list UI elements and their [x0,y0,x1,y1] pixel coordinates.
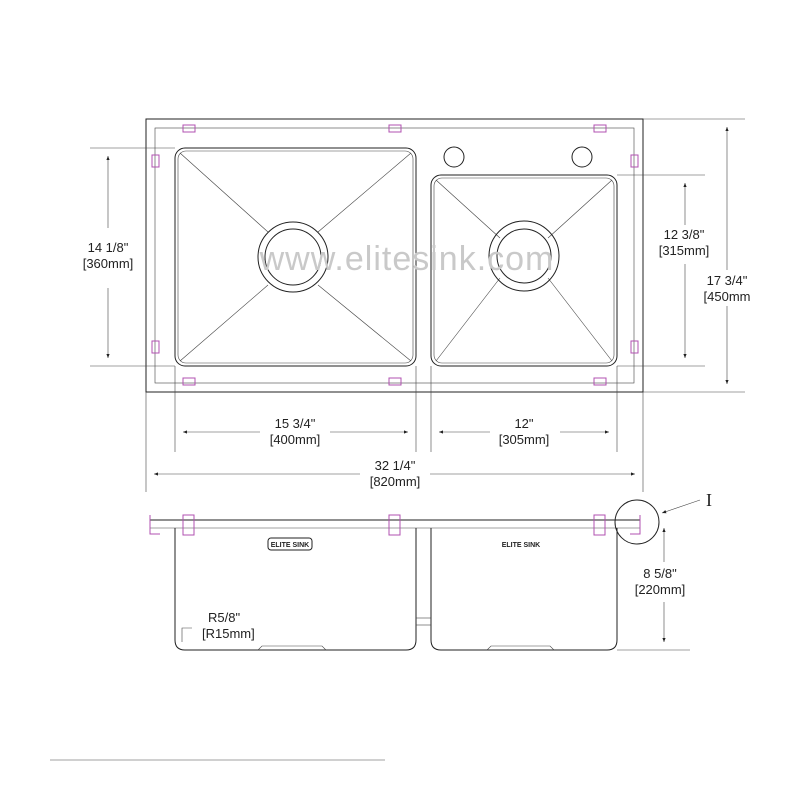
side-view: ELITE SINK ELITE SINK I [149,490,712,651]
dim-corner-radius: R5/8" [R15mm] [181,610,255,642]
dim-bowl-height: 8 5/8" [220mm] [617,528,690,651]
left-drain [257,221,329,293]
dim-right-bowl-depth-metric: [315mm] [659,243,710,258]
brand-plate-left [267,537,313,551]
brand-label-right: ELITE SINK [502,542,541,549]
left-bowl-profile [174,528,417,651]
dim-bowl-height-imperial: 8 5/8" [643,566,677,581]
dim-right-bowl-width-metric: [305mm] [499,432,550,447]
sink-outer-outline [145,118,644,393]
right-drain [488,220,560,292]
dim-left-bowl-width: 15 3/4" [400mm] [174,366,417,452]
detail-callout-mark: I [706,490,712,510]
dim-left-bowl-depth-metric: [360mm] [83,256,134,271]
mounting-clips-side [149,514,641,536]
right-bowl-top [430,174,618,367]
dim-left-bowl-width-imperial: 15 3/4" [275,416,316,431]
faucet-hole-left [443,146,465,168]
left-bowl-top [174,147,417,367]
dim-corner-radius-metric: [R15mm] [202,626,255,641]
dim-overall-depth-metric: [450mm [704,289,751,304]
dim-overall-width: 32 1/4" [820mm] [145,392,644,492]
watermark: www.elitesink.com [259,240,555,278]
detail-callout-circle [614,499,660,545]
dim-left-bowl-depth: 14 1/8" [360mm] [83,147,175,367]
brand-label-left: ELITE SINK [271,542,310,549]
dim-overall-width-imperial: 32 1/4" [375,458,416,473]
sink-rim [154,127,635,384]
dim-left-bowl-depth-imperial: 14 1/8" [88,240,129,255]
dim-overall-depth: 17 3/4" [450mm [643,118,751,393]
right-bowl-profile [430,528,618,651]
dim-bowl-height-metric: [220mm] [635,582,686,597]
dim-right-bowl-width-imperial: 12" [514,416,533,431]
faucet-hole-right [571,146,593,168]
dim-right-bowl-width: 12" [305mm] [430,366,618,452]
top-view: www.elitesink.com [145,118,644,393]
dim-right-bowl-depth-imperial: 12 3/8" [664,227,705,242]
dim-corner-radius-imperial: R5/8" [208,610,240,625]
mounting-clips-top [151,124,639,386]
dim-right-bowl-depth: 12 3/8" [315mm] [617,174,710,367]
dim-overall-width-metric: [820mm] [370,474,421,489]
dim-overall-depth-imperial: 17 3/4" [707,273,748,288]
dim-left-bowl-width-metric: [400mm] [270,432,321,447]
